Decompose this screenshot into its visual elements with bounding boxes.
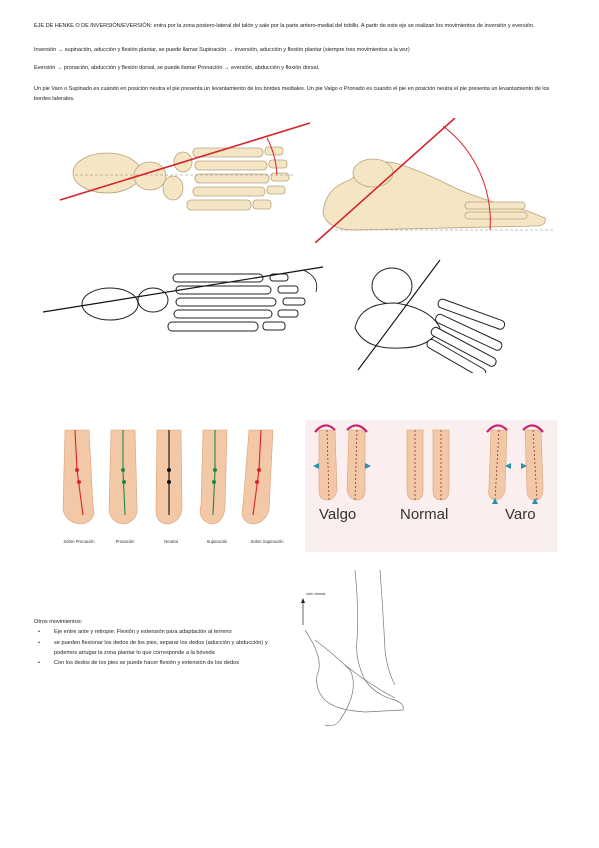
intro-paragraph-henke: EJE DE HENKE O DE INVERSIÓN/EVERSIÓN: en… <box>34 23 535 29</box>
heel-alignment-strip <box>62 429 274 525</box>
foot-skeleton-dorsal-figure <box>59 122 311 211</box>
alignment-label-valgo: Valgo <box>319 506 357 523</box>
other-movements-section: Otros movimientos: • Eje entre ante y re… <box>34 617 284 668</box>
list-item-text: Eje entre ante y retropie: Flexión y ext… <box>54 629 232 636</box>
list-item: • Eje entre ante y retropie: Flexión y e… <box>34 627 284 637</box>
bullet-icon: • <box>38 660 40 667</box>
list-item: • Con los dedos de los pies se puede hac… <box>34 658 284 668</box>
other-movements-title: Otros movimientos: <box>34 619 83 625</box>
foot-skeleton-oblique-figure <box>354 259 506 373</box>
alignment-label-varo: Varo <box>505 506 536 523</box>
bullet-icon: • <box>38 629 40 636</box>
strip-label-over-pronation: Sobre Pronación <box>63 539 95 544</box>
strip-label-neutral: Neutral <box>164 539 178 544</box>
list-item-text: Con los dedos de los pies se puede hacer… <box>54 660 240 667</box>
foot-skeleton-axis-figure <box>42 266 324 332</box>
intro-paragraph-varo-valgo: Un pie Varo o Supinado es cuando en posi… <box>34 86 550 103</box>
bullet-icon: • <box>38 639 40 646</box>
valgo-normal-varo-panel: Valgo Normal Varo <box>305 420 557 552</box>
alignment-label-normal: Normal <box>400 506 449 523</box>
dorsiflexion-foot-drawing: vión dorsal <box>301 570 404 727</box>
strip-label-supination: Supinación <box>206 539 228 544</box>
alignment-feet-drawing <box>313 424 544 504</box>
list-item-text: se pueden flexionar los dedos de los pie… <box>54 639 268 656</box>
dorsiflexion-label: vión dorsal <box>306 591 325 596</box>
strip-label-over-supination: Sobre Supinación <box>250 539 284 544</box>
strip-label-pronation: Pronación <box>115 539 135 544</box>
foot-skeleton-lateral-figure <box>315 118 555 243</box>
list-item: • se pueden flexionar los dedos de los p… <box>34 638 284 659</box>
intro-paragraph-inversion: Inversión → supinación, aducción y flexi… <box>34 47 410 53</box>
intro-paragraph-eversion: Eversión → pronación, abducción y flexió… <box>34 65 320 71</box>
